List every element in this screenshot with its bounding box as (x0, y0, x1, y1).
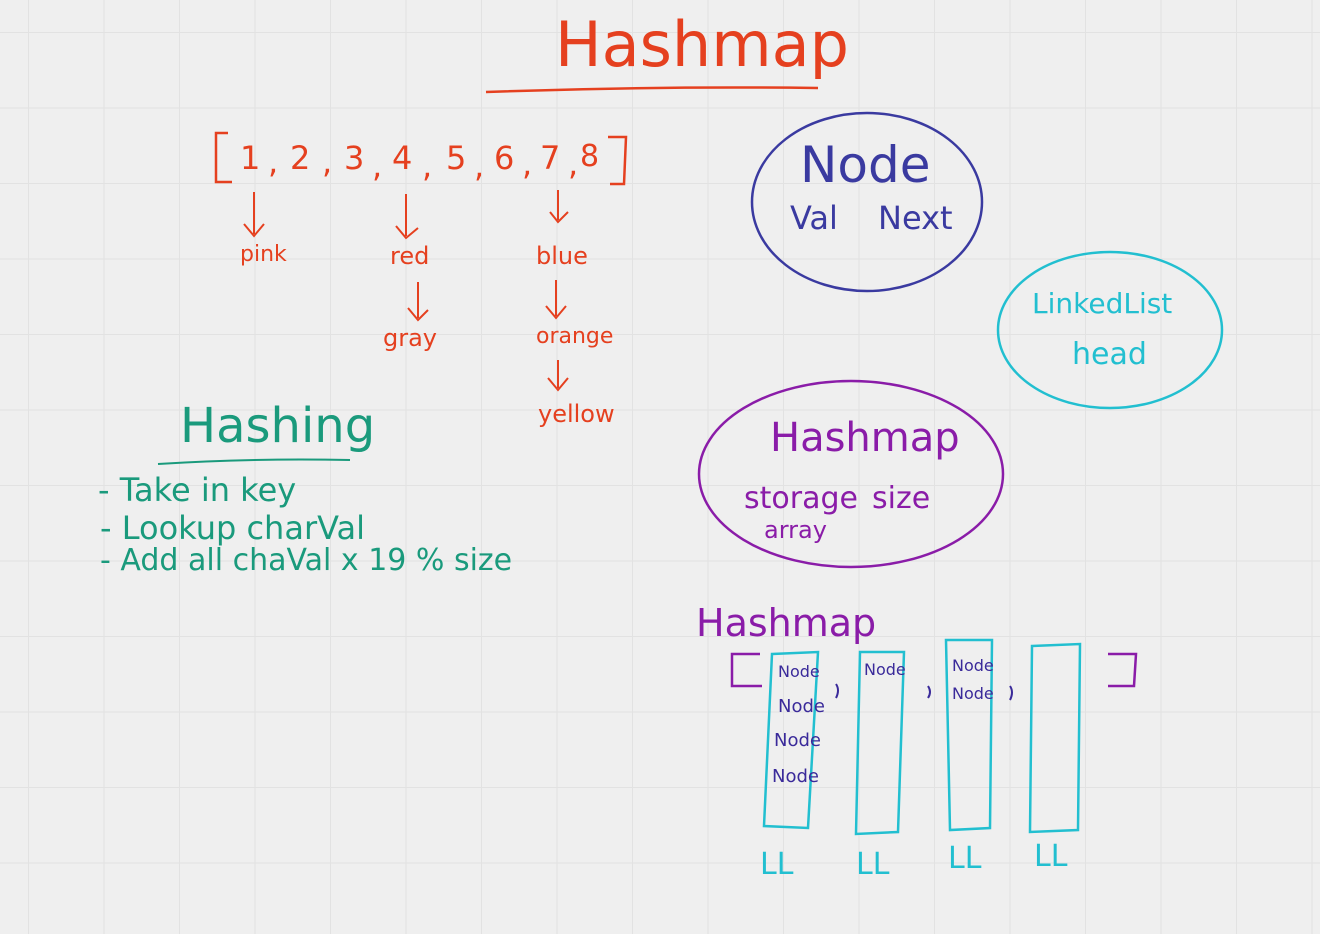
bucket-ll-label: LL (948, 841, 982, 876)
arrow-7-blue (549, 190, 569, 224)
bucket-ll-label: LL (760, 847, 794, 882)
arrow-orange-yellow (547, 360, 569, 392)
bucket-2 (854, 650, 906, 836)
bucket-4 (1028, 642, 1082, 834)
hashmap-size-label: size (872, 481, 931, 516)
array-item: 5 (446, 139, 467, 177)
bucket-ll-label: LL (856, 847, 890, 882)
array-comma: , (568, 145, 579, 183)
chain-value: gray (383, 324, 438, 352)
bucket-node: Node (778, 662, 820, 681)
arrow-1-pink (243, 192, 265, 238)
chain-value: orange (536, 324, 614, 349)
arrow-red-gray (407, 282, 429, 322)
array-item: 4 (392, 139, 413, 177)
array-item: 7 (540, 139, 561, 177)
bucket-node: Node (778, 696, 825, 717)
array-comma: , (268, 143, 279, 181)
chain-value: pink (240, 242, 287, 267)
hashing-step: - Lookup charVal (100, 509, 365, 547)
separator-1 (835, 683, 839, 699)
linkedlist-title: LinkedList (1032, 287, 1173, 320)
page-title: Hashmap (555, 8, 849, 81)
array-comma: , (322, 143, 333, 181)
node-next-label: Next (878, 199, 953, 237)
chain-value: yellow (538, 400, 615, 428)
array-item: 8 (580, 139, 600, 174)
bucket-diagram-title: Hashmap (696, 601, 877, 645)
node-title: Node (800, 136, 931, 194)
hashing-underline (157, 458, 351, 465)
hashmap-ellipse (697, 379, 1005, 569)
bucket-node: Node (952, 684, 994, 703)
hashing-title: Hashing (180, 398, 376, 454)
bucket-right-bracket (1108, 652, 1138, 688)
bucket-node: Node (772, 766, 819, 787)
separator-2 (927, 685, 931, 699)
chain-value: blue (536, 242, 588, 270)
array-comma: , (372, 147, 383, 185)
separator-3 (1009, 685, 1013, 701)
bucket-3 (944, 638, 994, 832)
bucket-node: Node (952, 656, 994, 675)
linkedlist-head-label: head (1072, 337, 1147, 372)
node-ellipse (750, 111, 984, 293)
node-val-label: Val (790, 199, 838, 237)
hashing-step: - Take in key (98, 471, 297, 509)
array-comma: , (422, 147, 433, 185)
linkedlist-ellipse (996, 250, 1224, 410)
bucket-ll-label: LL (1034, 839, 1068, 874)
bucket-node: Node (774, 730, 821, 751)
array-left-bracket (214, 131, 232, 184)
array-item: 1 (240, 139, 261, 177)
bucket-1 (762, 650, 820, 830)
array-comma: , (474, 147, 485, 185)
array-item: 3 (344, 139, 365, 177)
arrow-blue-orange (545, 280, 567, 320)
array-comma: , (522, 145, 533, 183)
array-item: 6 (494, 139, 515, 177)
arrow-4-red (395, 194, 419, 240)
title-underline (485, 86, 819, 94)
array-right-bracket (608, 135, 628, 186)
bucket-node: Node (864, 660, 906, 679)
chain-value: red (390, 242, 430, 270)
hashmap-storage-label: storage (744, 481, 858, 516)
array-item: 2 (290, 139, 311, 177)
hashmap-array-label: array (764, 516, 827, 544)
hashmap-class-title: Hashmap (770, 415, 960, 461)
bucket-left-bracket (730, 652, 762, 688)
hashing-step: - Add all chaVal x 19 % size (100, 543, 513, 578)
